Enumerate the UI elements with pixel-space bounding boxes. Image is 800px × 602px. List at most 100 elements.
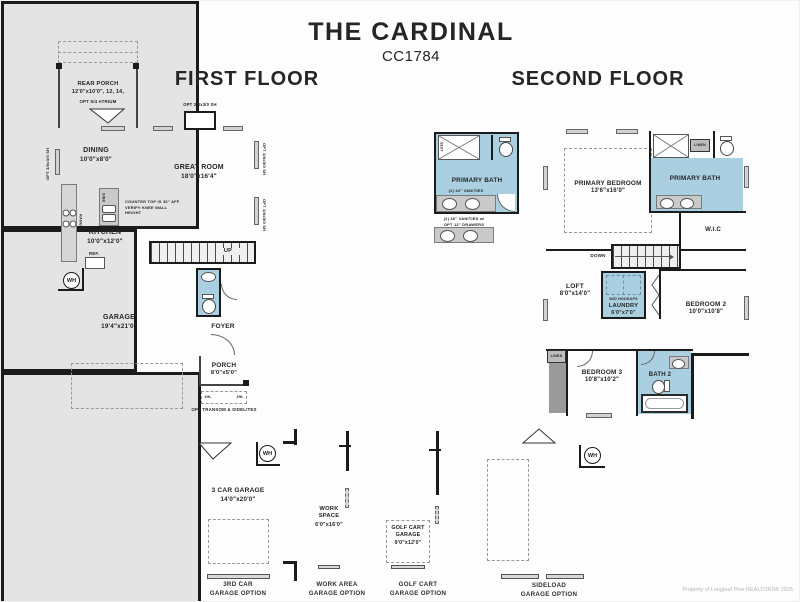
option-alt-note-line2: OPT 12" DRAWERS [443, 221, 485, 227]
wall-bottom-section [546, 349, 693, 351]
garage-dims: 19'4"x21'0" [101, 323, 137, 330]
up-label: UP [216, 248, 240, 255]
powder-door-swing [221, 284, 237, 300]
bath2-tub [641, 394, 688, 413]
option-toilet [499, 142, 513, 157]
seat-label: SEAT [439, 142, 444, 152]
bedroom3-dims: 10'8"x10'2" [584, 377, 620, 383]
option4-wh-room [579, 445, 605, 468]
option4-caption-line2: GARAGE OPTION [520, 590, 578, 598]
option1-stub-top-v [294, 429, 297, 445]
window [744, 296, 749, 320]
wall-bedroom3-left [566, 349, 568, 416]
opt-atrium-label: OPT 5/4 ATRIUM [79, 99, 117, 104]
sink-label: SINK [101, 193, 106, 203]
first-floor-garage-outline [1, 229, 137, 372]
plan-title: THE CARDINAL [308, 18, 514, 46]
copyright-note: Property of Longleaf Pine REALTORS® 2025 [682, 587, 793, 593]
option1-stub-bottom [283, 561, 297, 564]
primary-sink1 [660, 198, 674, 209]
option3-stub-tick [429, 449, 441, 451]
wic-label: W.I.C [704, 226, 722, 233]
sidelite-right-label: 2HL [236, 395, 244, 399]
opt-window-right2-label: OPT 3/0x5/0 SH [262, 198, 267, 232]
island-sink [102, 205, 116, 213]
porch-post-right [133, 63, 139, 69]
primary-sink2 [680, 198, 694, 209]
linen-left-box [547, 350, 566, 363]
primary-bath-label: PRIMARY BATH [669, 175, 721, 182]
foyer-label: FOYER [211, 323, 235, 330]
water-heater: WH [63, 272, 80, 289]
opt-window-left-label: OPT 3/0x3/0 SH [45, 147, 50, 181]
option3-stub [436, 431, 439, 495]
option1-caption: 3RD CAR GARAGE OPTION [196, 581, 280, 599]
loft-dims: 8'0"x14'0" [559, 291, 591, 297]
counter-note-line1: COUNTER TOP IS 36" AFF [125, 199, 180, 204]
window [101, 126, 125, 131]
option-sink1 [442, 198, 457, 210]
option-alt-note-line1: (2) 36" VANITIES w/ [443, 216, 485, 221]
powder-toilet [202, 299, 216, 314]
option2-room-dims: 6'0"x16'0" [315, 522, 343, 528]
option-alt-sink1 [440, 230, 455, 242]
option1-caption-line2: GARAGE OPTION [209, 589, 267, 597]
option3-room-label: GOLF CART GARAGE [391, 525, 425, 538]
down-arrowhead-icon [669, 253, 674, 260]
bedroom3-door-swing [577, 351, 593, 367]
primary-bedroom-label: PRIMARY BEDROOM [574, 180, 642, 187]
linen-top-box [690, 139, 710, 152]
option2-stub [346, 431, 349, 471]
plan-code: CC1784 [381, 48, 441, 65]
window [744, 166, 749, 188]
option1-stub-top [283, 441, 297, 444]
second-floor-heading: SECOND FLOOR [511, 68, 685, 90]
porch-label: PORCH [211, 362, 237, 369]
option-toilet-wall [491, 135, 493, 160]
window [616, 129, 638, 134]
powder-sink [201, 272, 216, 282]
great-room-dims: 18'0"x16'4" [181, 173, 217, 180]
option1-caption-line1: 3RD CAR [223, 581, 253, 588]
rear-porch-label: REAR PORCH [77, 81, 119, 87]
second-floor-outline [1, 372, 201, 601]
window [223, 126, 243, 131]
option1-water-heater: WH [259, 445, 276, 462]
range-label: RANGE [78, 213, 83, 229]
porch-post-left [56, 63, 62, 69]
option3-caption: GOLF CART GARAGE OPTION [378, 581, 458, 599]
down-arrow [615, 256, 671, 257]
option2-door [318, 565, 340, 569]
bedroom2-label: BEDROOM 2 [685, 301, 727, 308]
wall-bath-wic [649, 211, 746, 213]
option2-stub-tick [339, 445, 351, 447]
option2-room-label: WORK SPACE [318, 506, 340, 520]
wd-hookups-label: W/D HOOKUPS [609, 297, 638, 301]
option4-water-heater: WH [584, 447, 601, 464]
kitchen-dims: 10'0"x12'0" [87, 238, 123, 245]
shower-x-icon [653, 134, 689, 158]
option1-room-dims: 14'0"x20'0" [220, 496, 256, 503]
window [543, 299, 548, 321]
porch-dims: 8'0"x5'0" [210, 370, 238, 376]
sidelite-left-label: 2HL [204, 395, 212, 399]
window [543, 166, 548, 190]
primary-bedroom-dims: 13'6"x16'0" [590, 188, 626, 194]
window [55, 149, 60, 175]
bath2-toilet-tank [664, 380, 670, 392]
refrigerator [85, 257, 105, 269]
option-vanities-label: (2) 42" VANITIES [448, 188, 484, 193]
opt-window-top-label: OPT 3/0x3/0 SH [183, 102, 217, 107]
wh-wall-h [58, 289, 84, 291]
rear-deck-line [58, 52, 138, 53]
option3-caption-line2: GARAGE OPTION [389, 589, 447, 597]
porch-wall-left [199, 356, 201, 386]
powder-toilet-tank [202, 294, 214, 299]
dining-label: DINING [83, 147, 109, 154]
bath2-sink [672, 359, 685, 369]
window [153, 126, 173, 131]
window [254, 141, 259, 169]
laundry-dims: 6'0"x7'0" [611, 310, 636, 316]
range-burners-icon [62, 209, 77, 228]
